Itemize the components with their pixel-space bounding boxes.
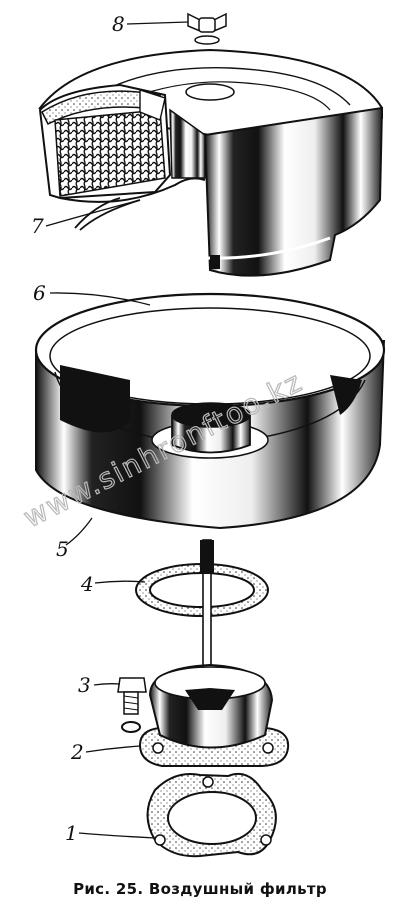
bolt bbox=[117, 677, 147, 733]
callout-1: 1 bbox=[65, 821, 78, 845]
figure-caption: Рис. 25. Воздушный фильтр bbox=[73, 880, 327, 898]
wing-nut bbox=[187, 12, 227, 45]
leader-2 bbox=[85, 745, 141, 753]
leader-6 bbox=[49, 292, 151, 306]
leader-lines bbox=[45, 21, 189, 839]
washer bbox=[194, 35, 220, 45]
flange-gasket bbox=[146, 772, 277, 858]
leader-7 bbox=[45, 199, 141, 227]
leader-4 bbox=[94, 580, 146, 584]
callout-3: 3 bbox=[78, 673, 91, 697]
leader-3 bbox=[93, 683, 121, 686]
base-flange bbox=[138, 663, 290, 767]
filter-cover bbox=[38, 48, 384, 277]
callout-7: 7 bbox=[31, 214, 44, 238]
callout-8: 8 bbox=[112, 12, 125, 36]
callout-4: 4 bbox=[80, 572, 94, 596]
lock-washer bbox=[121, 721, 141, 733]
callout-2: 2 bbox=[70, 740, 84, 764]
callout-6: 6 bbox=[33, 281, 46, 305]
leader-8 bbox=[126, 21, 189, 25]
leader-1 bbox=[78, 832, 156, 839]
filter-housing bbox=[34, 292, 386, 530]
callout-5: 5 bbox=[56, 537, 69, 561]
leader-5 bbox=[65, 517, 93, 546]
sealing-ring bbox=[135, 563, 269, 617]
